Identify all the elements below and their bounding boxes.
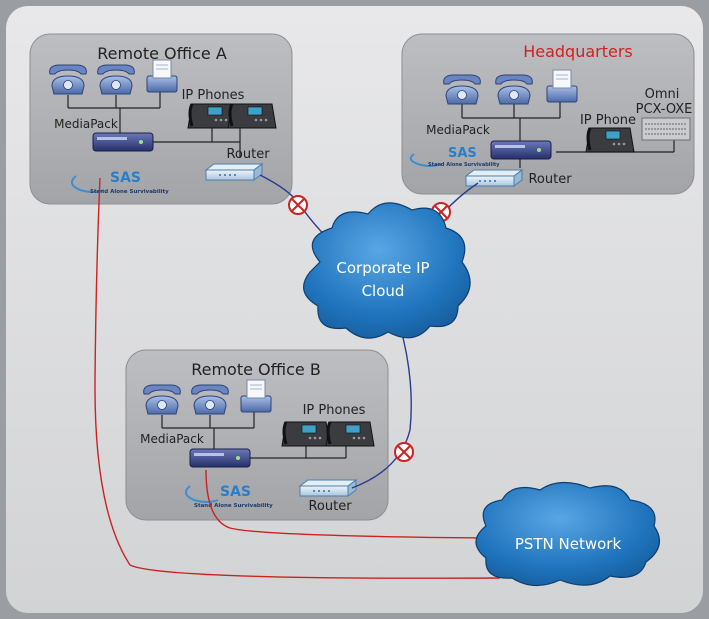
mediapack-icon bbox=[92, 132, 154, 152]
remote-office-b-mediapack-label: MediaPack bbox=[140, 432, 204, 446]
hq-ip-phone-label: IP Phone bbox=[580, 113, 636, 128]
sas-logo-icon: SAS Stand Alone Survivability bbox=[184, 484, 273, 509]
remote-office-b-router-label: Router bbox=[308, 499, 352, 514]
analog-phone-icon bbox=[443, 74, 481, 105]
router-icon bbox=[299, 479, 357, 497]
mediapack-icon bbox=[490, 140, 552, 160]
remote-office-a-router-label: Router bbox=[226, 147, 270, 162]
svg-text:PSTN Network: PSTN Network bbox=[515, 535, 622, 553]
ip-phone-icon bbox=[324, 420, 376, 448]
remote-office-a-box bbox=[29, 33, 293, 205]
remote-office-b-ip-phones-label: IP Phones bbox=[303, 403, 366, 418]
svg-text:Stand Alone Survivability: Stand Alone Survivability bbox=[194, 503, 273, 509]
remote-office-a-ip-phones-label: IP Phones bbox=[182, 88, 245, 103]
analog-phone-icon bbox=[97, 64, 135, 95]
svg-text:Cloud: Cloud bbox=[362, 282, 405, 300]
svg-text:SAS: SAS bbox=[220, 484, 251, 500]
svg-text:Corporate IP: Corporate IP bbox=[336, 259, 429, 277]
hq-mediapack-label: MediaPack bbox=[426, 123, 490, 137]
hq-pbx-label-line1: Omni bbox=[645, 87, 680, 102]
hq-router-label: Router bbox=[528, 172, 572, 187]
svg-text:SAS: SAS bbox=[448, 146, 477, 161]
remote-office-a-title: Remote Office A bbox=[97, 44, 227, 63]
remote-office-a-mediapack-label: MediaPack bbox=[54, 117, 118, 131]
analog-phone-icon bbox=[495, 74, 533, 105]
hq-pbx-label-line2: PCX-OXE bbox=[636, 102, 693, 117]
svg-text:SAS: SAS bbox=[110, 170, 141, 186]
sas-logo-icon: SAS Stand Alone Survivability bbox=[409, 146, 500, 168]
pbx-server-icon bbox=[641, 117, 691, 141]
svg-text:Stand Alone Survivability: Stand Alone Survivability bbox=[428, 162, 500, 168]
firewall-blocked-icon bbox=[288, 195, 308, 215]
firewall-blocked-icon bbox=[394, 442, 414, 462]
sas-logo-icon: SAS Stand Alone Survivability bbox=[70, 170, 169, 195]
pstn-network-cloud: PSTN Network bbox=[475, 481, 661, 587]
ip-phone-icon bbox=[226, 102, 278, 130]
router-icon bbox=[465, 169, 523, 187]
corporate-ip-cloud: Corporate IP Cloud bbox=[303, 202, 471, 339]
analog-phone-icon bbox=[191, 384, 229, 415]
analog-phone-icon bbox=[143, 384, 181, 415]
mediapack-icon bbox=[189, 448, 251, 468]
ip-phone-icon bbox=[584, 126, 636, 154]
pstn-links bbox=[94, 177, 501, 579]
remote-office-b-title: Remote Office B bbox=[191, 360, 321, 379]
router-icon bbox=[205, 163, 263, 181]
headquarters-title: Headquarters bbox=[523, 42, 633, 61]
svg-text:Stand Alone Survivability: Stand Alone Survivability bbox=[90, 189, 169, 195]
headquarters-box bbox=[401, 33, 695, 195]
analog-phone-icon bbox=[49, 64, 87, 95]
ip-phone-icon bbox=[280, 420, 332, 448]
